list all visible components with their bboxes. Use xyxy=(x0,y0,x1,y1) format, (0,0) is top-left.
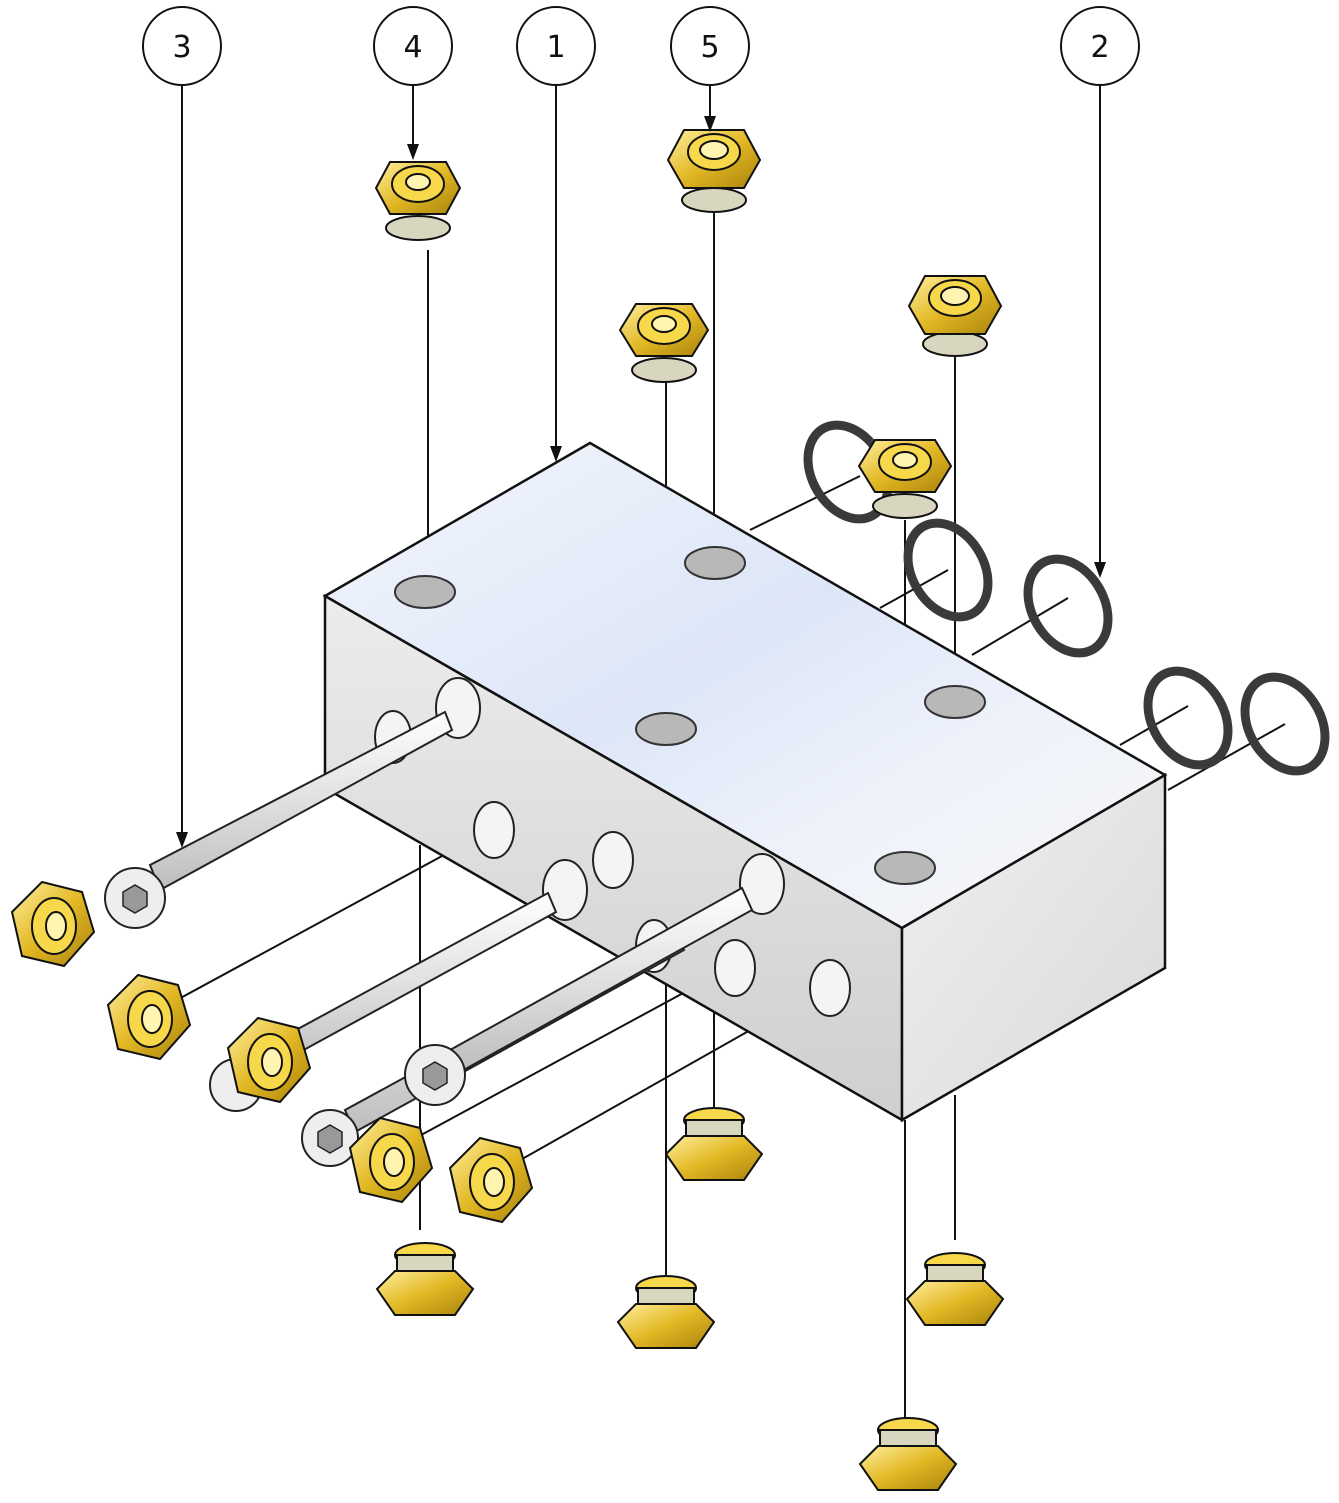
balloon-label: 1 xyxy=(546,30,565,65)
balloon-1: 1 xyxy=(516,6,596,86)
cap-screws xyxy=(104,710,754,1167)
breather-plug-icon xyxy=(618,303,710,383)
blanking-plug-icon xyxy=(907,275,1003,357)
block-side-face xyxy=(900,772,1167,1123)
breather-plug-icon xyxy=(374,161,462,241)
top-ports xyxy=(394,546,986,885)
o-ring-icon xyxy=(903,518,993,622)
balloon-label: 3 xyxy=(172,30,191,65)
blanking-plug-icon xyxy=(858,1417,958,1491)
blanking-plug-icon xyxy=(616,1275,716,1349)
o-ring-icon xyxy=(1023,554,1113,658)
breather-plug-icon xyxy=(857,439,953,519)
manifold-block xyxy=(322,441,1168,1123)
blanking-plug-icon xyxy=(375,1242,475,1316)
balloon-2: 2 xyxy=(1060,6,1140,86)
balloon-3: 3 xyxy=(142,6,222,86)
balloon-label: 4 xyxy=(403,30,422,65)
balloon-label: 5 xyxy=(700,30,719,65)
brass-plugs xyxy=(10,129,1005,1491)
blanking-plug-icon xyxy=(664,1107,764,1181)
blanking-plug-icon xyxy=(666,129,762,213)
breather-plug-icon xyxy=(10,880,96,968)
blanking-plug-icon xyxy=(106,973,192,1061)
breather-plug-icon xyxy=(226,1016,312,1104)
cap-screw-icon xyxy=(404,886,754,1106)
blanking-plug-icon xyxy=(905,1252,1005,1326)
balloon-label: 2 xyxy=(1090,30,1109,65)
blanking-plug-icon xyxy=(348,1116,434,1204)
balloon-callouts: 3 4 1 5 2 xyxy=(142,6,1140,86)
leader-arrowheads xyxy=(176,116,1106,848)
balloon-5: 5 xyxy=(670,6,750,86)
balloon-4: 4 xyxy=(373,6,453,86)
o-ring-icon xyxy=(1240,672,1330,776)
cap-screw-icon xyxy=(104,710,454,929)
breather-plug-icon xyxy=(448,1136,534,1224)
o-ring-icon xyxy=(1143,666,1233,770)
